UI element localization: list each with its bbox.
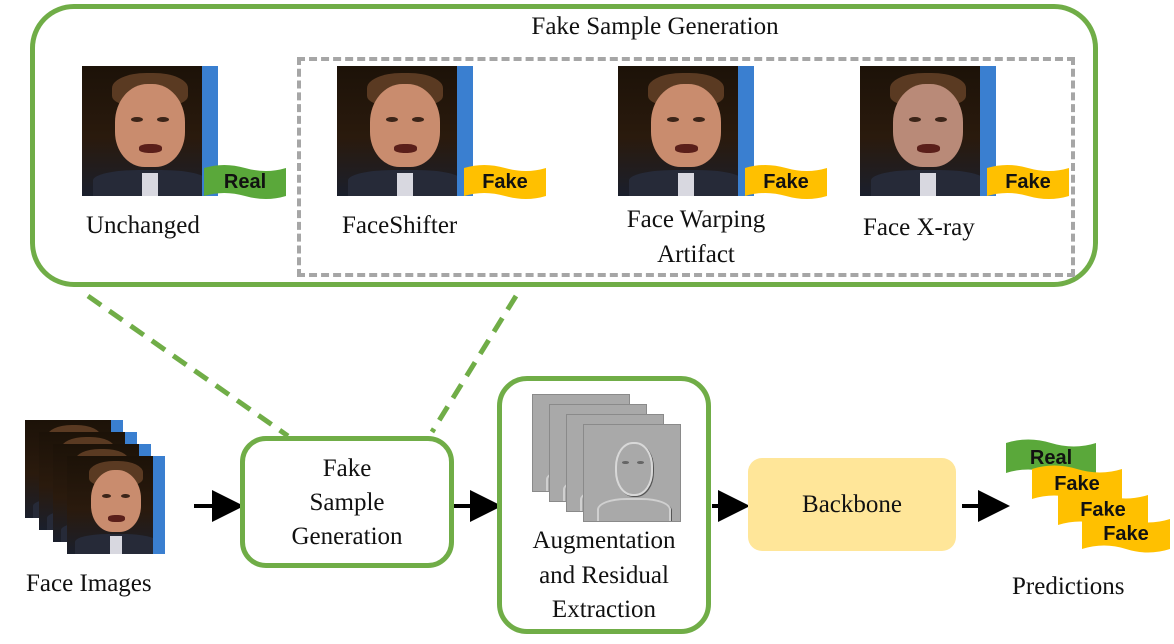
generation-label-line3: Generation (291, 523, 403, 550)
method-label-face-xray: Face X-ray (863, 214, 975, 241)
augmentation-label-line1: Augmentation (532, 527, 676, 554)
fake-sample-generation-box: Fake Sample Generation (240, 436, 454, 568)
method-label-artifact: Artifact (657, 241, 735, 268)
real-tag: Real (202, 162, 288, 202)
fake-sample-generation-panel (30, 4, 1098, 287)
zoom-line-left (86, 293, 290, 439)
fake-methods-dashed-group (297, 57, 1075, 277)
generation-label-line2: Sample (309, 489, 385, 516)
face-image-unchanged (82, 66, 218, 196)
panel-title: Fake Sample Generation (531, 13, 779, 40)
zoom-line-right (429, 294, 519, 434)
face-images-label: Face Images (26, 570, 152, 597)
backbone-label: Backbone (802, 491, 902, 518)
predictions-label: Predictions (1012, 573, 1125, 600)
fake-tag: Fake (985, 162, 1071, 202)
face-image-face-warping-artifact (618, 66, 754, 196)
fake-tag: Fake (743, 162, 829, 202)
prediction-fake-tag: Fake (1030, 462, 1124, 506)
method-label-unchanged: Unchanged (86, 212, 200, 239)
residual-image-4 (583, 424, 681, 522)
method-label-face-warping: Face Warping (626, 206, 766, 233)
face-image-stack-4 (67, 456, 165, 554)
backbone-box: Backbone (748, 458, 956, 551)
fake-tag: Fake (462, 162, 548, 202)
augmentation-label-line3: Extraction (551, 596, 657, 623)
generation-label-line1: Fake (322, 455, 372, 482)
method-label-faceshifter: FaceShifter (342, 212, 458, 239)
face-image-face-xray (860, 66, 996, 196)
prediction-real-tag: Real (1004, 436, 1098, 480)
face-image-faceshifter (337, 66, 473, 196)
prediction-fake-tag: Fake (1080, 512, 1172, 556)
augmentation-label-line2: and Residual (539, 562, 669, 589)
